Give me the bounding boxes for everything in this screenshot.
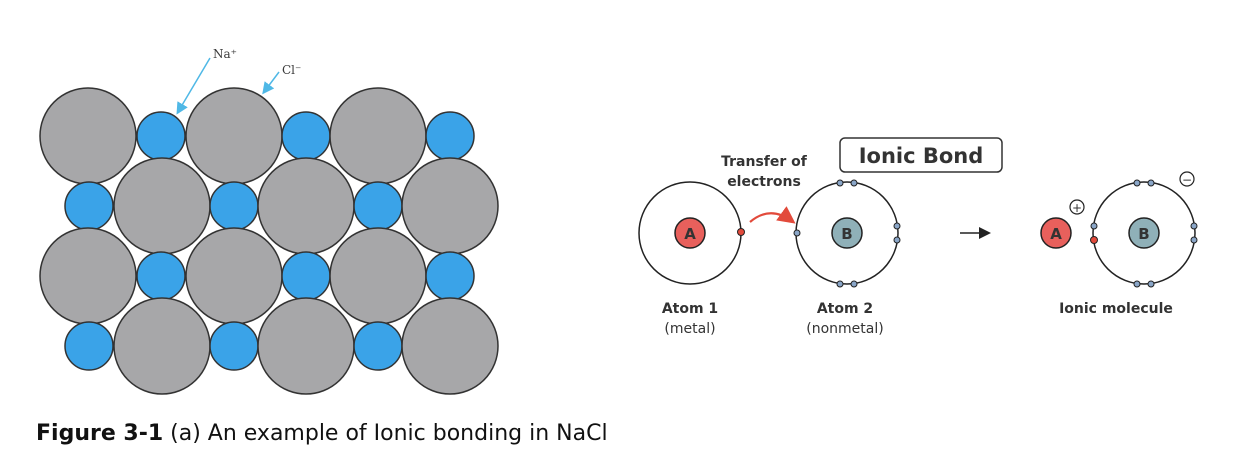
- sodium-ion: [64, 181, 114, 231]
- positive-charge-sign: +: [1072, 201, 1082, 215]
- figure-caption: Figure 3-1 (a) An example of Ionic bondi…: [36, 421, 608, 446]
- electron: [1190, 236, 1198, 244]
- ionic-bond-diagram: Ionic Bond Transfer of electrons A B: [638, 137, 1198, 337]
- atom-1-type: (metal): [664, 321, 715, 337]
- sodium-ion: [136, 251, 186, 301]
- sodium-pointer-arrow: [176, 57, 211, 115]
- chloride-ion: [329, 87, 427, 185]
- electron-transfer-arrow: [749, 206, 796, 224]
- diagram-title: Ionic Bond: [859, 144, 984, 168]
- sodium-ion: [209, 181, 259, 231]
- figure-canvas: Na⁺ Cl⁻ Ionic Bond Transfer of electrons…: [39, 47, 1198, 395]
- sodium-ion: [64, 321, 114, 371]
- atom-2-type: (nonmetal): [806, 321, 883, 337]
- figure-caption-text: (a) An example of Ionic bonding in NaCl: [163, 421, 608, 446]
- sodium-ion: [281, 251, 331, 301]
- atom-2-nucleus: [831, 217, 863, 249]
- gained-electron: [1090, 236, 1098, 244]
- sodium-ion: [353, 321, 403, 371]
- sodium-ion: [281, 111, 331, 161]
- atom-2-symbol: B: [841, 225, 852, 243]
- chloride-ion: [39, 87, 137, 185]
- sodium-ion: [425, 251, 475, 301]
- sodium-ion: [136, 111, 186, 161]
- chloride-ion: [185, 87, 283, 185]
- negative-charge-icon: [1179, 171, 1195, 187]
- chloride-ion: [257, 297, 355, 395]
- chloride-ion: [401, 297, 499, 395]
- molecule-label: Ionic molecule: [1059, 301, 1173, 317]
- electron: [793, 229, 801, 237]
- sodium-label: Na⁺: [213, 47, 237, 61]
- nacl-lattice: Na⁺ Cl⁻: [39, 47, 499, 395]
- negative-charge-sign: −: [1182, 173, 1192, 187]
- atom-1-symbol: A: [684, 225, 696, 243]
- sodium-ion: [425, 111, 475, 161]
- chloride-ion: [113, 157, 211, 255]
- electron: [893, 236, 901, 244]
- electron: [850, 179, 858, 187]
- electron: [1147, 280, 1155, 288]
- atom-2-name: Atom 2: [817, 301, 873, 317]
- chloride-label: Cl⁻: [282, 63, 301, 77]
- anion-symbol: B: [1138, 225, 1149, 243]
- atom-1-name: Atom 1: [662, 301, 718, 317]
- electron: [1147, 179, 1155, 187]
- sodium-ion: [209, 321, 259, 371]
- chloride-ion: [113, 297, 211, 395]
- transfer-label-line2: electrons: [727, 174, 801, 190]
- electron: [1133, 179, 1141, 187]
- chloride-ion: [39, 227, 137, 325]
- transfer-electron: [737, 228, 745, 236]
- electron: [1190, 222, 1198, 230]
- positive-charge-icon: [1069, 199, 1085, 215]
- atom-2: B: [793, 179, 901, 288]
- chloride-ion: [185, 227, 283, 325]
- transfer-label-line1: Transfer of: [721, 154, 808, 170]
- ionic-molecule: A + B −: [1040, 171, 1198, 288]
- electron: [836, 179, 844, 187]
- electron: [1133, 280, 1141, 288]
- electron: [893, 222, 901, 230]
- title-box: [839, 137, 1003, 173]
- figure-number: Figure 3-1: [36, 421, 164, 446]
- atom-1: A: [638, 181, 745, 285]
- chloride-pointer-arrow: [262, 71, 280, 95]
- electron: [1090, 222, 1098, 230]
- chloride-ion: [257, 157, 355, 255]
- electron: [836, 280, 844, 288]
- anion-nucleus: [1128, 217, 1160, 249]
- cation-nucleus: [1040, 217, 1072, 249]
- electron: [850, 280, 858, 288]
- atom-1-nucleus: [674, 217, 706, 249]
- chloride-ion: [401, 157, 499, 255]
- sodium-ion: [353, 181, 403, 231]
- cation-symbol: A: [1050, 225, 1062, 243]
- chloride-ion: [329, 227, 427, 325]
